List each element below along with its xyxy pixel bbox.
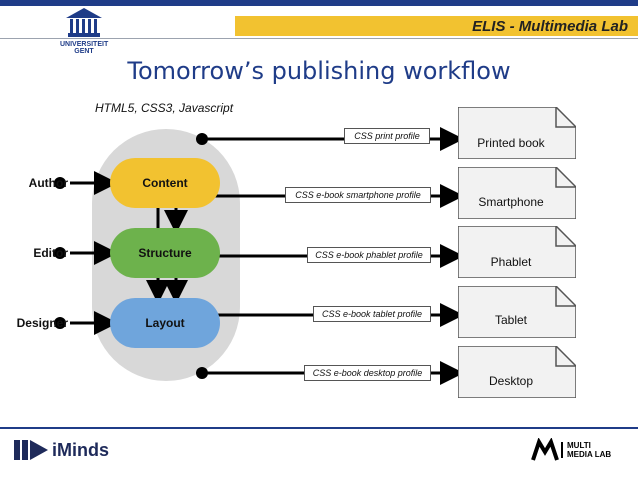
- lab-band: [235, 16, 638, 36]
- author-dot: [54, 177, 66, 189]
- role-designer: Designer: [16, 316, 68, 330]
- role-editor: Editor: [33, 246, 68, 260]
- university-logo: [66, 8, 102, 37]
- output-dot-desktop: [196, 367, 208, 379]
- subtitle: HTML5, CSS3, Javascript: [95, 101, 234, 115]
- output-document-desktop: [458, 346, 576, 398]
- output-dot-print: [196, 133, 208, 145]
- imind-logo-text: iMinds: [52, 440, 109, 460]
- profile-desktop: CSS e-book desktop profile: [304, 365, 431, 381]
- output-document-tablet: [458, 286, 576, 338]
- output-label-tablet: Tablet: [494, 313, 528, 327]
- profile-tablet: CSS e-book tablet profile: [313, 306, 431, 322]
- header-divider: [0, 38, 638, 39]
- output-document-printed-book: [458, 107, 576, 159]
- stage-content: Content: [110, 158, 220, 208]
- stage-structure: Structure: [110, 228, 220, 278]
- output-label-printed-book: Printed book: [477, 136, 545, 150]
- output-document-phablet: [458, 226, 576, 278]
- designer-dot: [54, 317, 66, 329]
- imind-logo-mark: [14, 440, 48, 460]
- multimedialab-logo-text: MULTI MEDIA LAB: [567, 441, 612, 459]
- stage-layout: Layout: [110, 298, 220, 348]
- profile-smartphone: CSS e-book smartphone profile: [285, 187, 431, 203]
- editor-dot: [54, 247, 66, 259]
- top-bar: [0, 0, 638, 6]
- output-label-phablet: Phablet: [490, 255, 532, 269]
- footer-divider: [0, 427, 638, 429]
- multimedialab-logo: [531, 438, 617, 462]
- role-author: Author: [28, 176, 68, 190]
- profile-phablet: CSS e-book phablet profile: [307, 247, 431, 263]
- lab-label: ELIS - Multimedia Lab: [472, 18, 628, 35]
- output-document-smartphone: [458, 167, 576, 219]
- output-label-smartphone: Smartphone: [478, 195, 544, 209]
- page-title: Tomorrow’s publishing workflow: [127, 57, 511, 85]
- output-label-desktop: Desktop: [488, 374, 534, 388]
- university-logo-text: UNIVERSITEIT GENT: [60, 41, 109, 55]
- profile-print: CSS print profile: [344, 128, 430, 144]
